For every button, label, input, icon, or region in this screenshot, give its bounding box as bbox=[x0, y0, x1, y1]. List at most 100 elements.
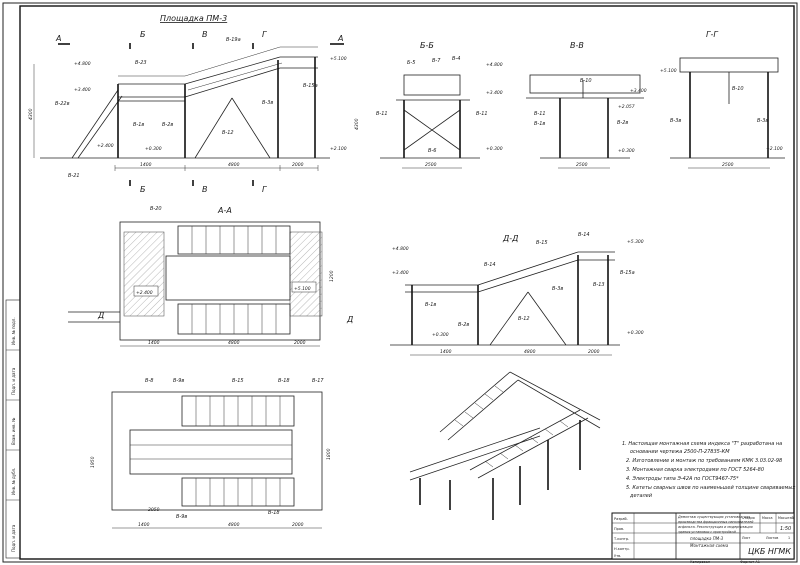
vv-label-b2: В-2в bbox=[617, 120, 628, 126]
dim-4300: 4300 bbox=[28, 108, 34, 120]
role-check: Пров. bbox=[614, 527, 624, 531]
general-notes: 1. Настоящая монтажная схема индекса "Т"… bbox=[622, 441, 795, 499]
section-vv: В-В 2500 В-10 В-11 В-1в В-2в +2.057 +3.4… bbox=[526, 41, 647, 169]
elev-0300: +0.300 bbox=[145, 146, 162, 152]
label-b2: В-2в bbox=[162, 122, 173, 128]
elev-2100: +2.100 bbox=[330, 146, 347, 152]
dd-label-b15: В-15 bbox=[536, 240, 548, 246]
cut-d-right: Д bbox=[346, 315, 353, 324]
section-bb: Б-Б 2500 Б-5 В-7 В-4 В-11 В-11 В-6 +4.80… bbox=[354, 41, 503, 169]
label-b21: В-21 bbox=[68, 173, 80, 179]
dd-dim-1400: 1400 bbox=[440, 349, 452, 355]
bb-dim-2500: 2500 bbox=[425, 162, 437, 168]
aa-elev-2400: +2.400 bbox=[136, 290, 153, 296]
vv-elev-3400: +3.400 bbox=[630, 88, 647, 94]
label-b23: В-23 bbox=[135, 60, 147, 66]
plan-label-b18-b: В-18 bbox=[268, 510, 280, 516]
section-gg: Г-Г 2500 В-10 В-3в В-3в +5.100 +2.100 bbox=[660, 30, 785, 169]
gg-elev-2100: +2.100 bbox=[766, 146, 783, 152]
dd-label-b14: В-14 bbox=[578, 232, 590, 238]
elev-5100: +5.100 bbox=[330, 56, 347, 62]
stage-label: Стадия bbox=[742, 516, 755, 520]
side-stamp-date: Подп. и дата bbox=[11, 524, 16, 552]
elev-2400: +2.400 bbox=[97, 143, 114, 149]
aa-elev-5100: +5.100 bbox=[294, 286, 311, 292]
plan-dim-1400: 1400 bbox=[138, 522, 150, 528]
aa-dim-4800: 4800 bbox=[228, 340, 240, 346]
label-b1: В-1в bbox=[133, 122, 144, 128]
main-elevation: Площадка ПМ-3 А А Б В Г bbox=[28, 14, 347, 194]
cut-g-top: Г bbox=[262, 30, 267, 39]
label-b15: В-15а bbox=[303, 83, 318, 89]
side-stamp-replace: Взам. инв. № bbox=[11, 418, 16, 445]
top-plan: В-8 В-9в В-15 В-18 В-17 В-18 В-9в 1400 4… bbox=[90, 378, 332, 529]
aa-dim-1400: 1400 bbox=[148, 340, 160, 346]
dd-elev-0300-r: +0.300 bbox=[627, 330, 644, 336]
aa-label-b20: В-20 bbox=[150, 206, 162, 212]
gg-elev-5100: +5.100 bbox=[660, 68, 677, 74]
cut-v-top: В bbox=[202, 30, 208, 39]
plan-label-b9-b: В-9в bbox=[176, 514, 187, 520]
cut-a-left: А bbox=[55, 34, 61, 43]
sheet-number: 1 bbox=[788, 536, 790, 540]
dd-elev-4800: +4.800 bbox=[392, 246, 409, 252]
dd-dim-2000: 2000 bbox=[588, 349, 600, 355]
plan-label-b15: В-15 bbox=[232, 378, 244, 384]
dd-label-b14-b: В-14 bbox=[484, 262, 496, 268]
vv-label-b11: В-11 bbox=[534, 111, 546, 117]
company-name: ЦКБ НГМК bbox=[748, 547, 791, 556]
plan-dim-4800: 4800 bbox=[228, 522, 240, 528]
dim-1400: 1400 bbox=[140, 162, 152, 168]
sheet-label: Лист bbox=[742, 536, 750, 540]
note-2: 2. Изготовление и монтаж по требованиям … bbox=[626, 458, 782, 464]
title-block: Разраб. Пров. Т.контр. Н.контр. Утв. Дем… bbox=[611, 512, 795, 564]
note-1b: основании чертежа 2500-П-27835-КМ bbox=[630, 449, 730, 455]
dd-label-b1: В-1в bbox=[425, 302, 436, 308]
bb-elev-0300: +0.300 bbox=[486, 146, 503, 152]
cut-d-left: Д bbox=[97, 311, 104, 320]
section-dd-title: Д-Д bbox=[502, 234, 518, 243]
cut-b-top: Б bbox=[140, 30, 146, 39]
sheets-label: Листов bbox=[766, 536, 778, 540]
note-5b: деталей bbox=[629, 493, 653, 499]
plan-dim-2000: 2000 bbox=[292, 522, 304, 528]
cut-v-bottom: В bbox=[202, 185, 208, 194]
plan-label-b9: В-9в bbox=[173, 378, 184, 384]
plan-label-b18: В-18 bbox=[278, 378, 290, 384]
side-stamp-dup: Инв. № дубл. bbox=[11, 468, 16, 495]
role-approve: Утв. bbox=[614, 554, 621, 558]
section-bb-title: Б-Б bbox=[420, 41, 434, 50]
note-4: 4. Электроды типа Э-42А по ГОСТ9467-75* bbox=[626, 476, 739, 482]
label-b3: В-3в bbox=[262, 100, 273, 106]
cut-g-bottom: Г bbox=[262, 185, 267, 194]
stamp-desc-3: асфальта. Реконструкция и модернизация bbox=[678, 525, 753, 529]
dd-label-b13: В-13 bbox=[593, 282, 605, 288]
role-dev: Разраб. bbox=[614, 517, 628, 521]
stamp-desc-4: здания установки с пристройкой... bbox=[678, 530, 739, 534]
side-stamp-sign: Подп. и дата bbox=[11, 367, 16, 395]
section-gg-title: Г-Г bbox=[706, 30, 718, 39]
dim-4800: 4800 bbox=[228, 162, 240, 168]
gg-dim-2500: 2500 bbox=[722, 162, 734, 168]
bb-dim-4300: 4300 bbox=[354, 118, 360, 130]
dim-2000: 2000 bbox=[292, 162, 304, 168]
section-aa-title: А-А bbox=[217, 206, 232, 215]
note-5: 5. Катеты сварных швов по наименьшей тол… bbox=[626, 485, 795, 491]
note-1: 1. Настоящая монтажная схема индекса "Т"… bbox=[622, 441, 782, 447]
stamp-subtitle-2: Монтажная схема bbox=[690, 543, 729, 548]
cut-a-right: А bbox=[337, 34, 343, 43]
bb-label-b5: Б-5 bbox=[407, 60, 415, 66]
mass-label: Масса bbox=[762, 516, 773, 520]
bb-elev-3400: +3.400 bbox=[486, 90, 503, 96]
dd-elev-3400: +3.400 bbox=[392, 270, 409, 276]
label-b22: В-22в bbox=[55, 101, 70, 107]
stamp-desc-2: производства фракционных наполнителей bbox=[678, 520, 754, 524]
stamp-subtitle-1: площадка ПМ-3 bbox=[690, 536, 724, 541]
dd-elev-5300: +5.300 bbox=[627, 239, 644, 245]
gg-label-b3-r: В-3в bbox=[757, 118, 768, 124]
plan-dim-1950: 1950 bbox=[90, 456, 96, 468]
bb-elev-4800: +4.800 bbox=[486, 62, 503, 68]
role-tcontrol: Т.контр. bbox=[613, 537, 629, 541]
